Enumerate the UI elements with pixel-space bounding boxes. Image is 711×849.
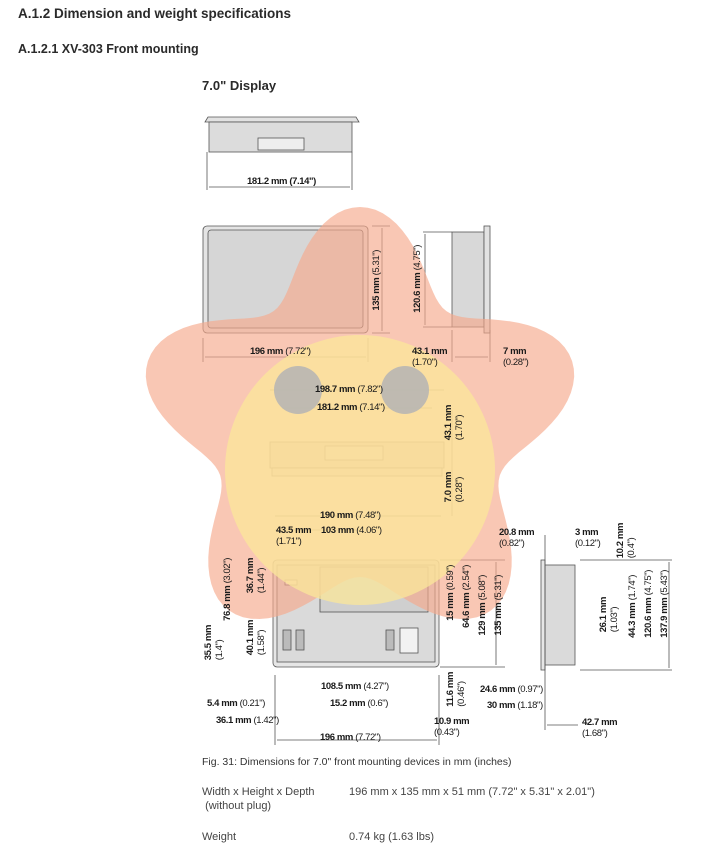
section-heading: A.1.2 Dimension and weight specification… bbox=[18, 6, 292, 21]
dim-rear-15: 15 mm (0.59") bbox=[445, 565, 456, 621]
dim-rear-5-4: 5.4 mm (0.21") bbox=[207, 698, 265, 709]
dim-rside-3: 3 mm(0.12") bbox=[575, 527, 601, 549]
dim-rear-40-1: 40.1 mm(1.58") bbox=[245, 620, 267, 656]
dim-rside-24-6: 24.6 mm (0.97") bbox=[480, 684, 543, 695]
dim-rside-137-9: 137.9 mm (5.43") bbox=[659, 570, 670, 638]
dim-bottom-inner: 181.2 mm (7.14") bbox=[317, 402, 385, 413]
dim-front-width: 196 mm (7.72") bbox=[250, 346, 311, 357]
dim-rear-64-6: 64.6 mm (2.54") bbox=[461, 565, 472, 628]
dim-rear-36-7: 36.7 mm(1.44") bbox=[245, 558, 267, 594]
gray-circle-right bbox=[381, 366, 429, 414]
dim-rear-36-1: 36.1 mm (1.42") bbox=[216, 715, 279, 726]
dim-front-height: 135 mm (5.31") bbox=[371, 250, 382, 311]
dim-rear-108-5: 108.5 mm (4.27") bbox=[321, 681, 389, 692]
dim-bottom-bezel: 7.0 mm(0.28") bbox=[443, 472, 465, 503]
dim-bottom-outer: 198.7 mm (7.82") bbox=[315, 384, 383, 395]
dim-rear-11-6: 11.6 mm(0.46") bbox=[445, 672, 467, 707]
dim-rear-10-9: 10.9 mm(0.43") bbox=[434, 716, 470, 738]
figure-caption: Fig. 31: Dimensions for 7.0" front mount… bbox=[202, 756, 512, 768]
subsection-heading: A.1.2.1 XV-303 Front mounting bbox=[18, 42, 199, 56]
dim-rear-135: 135 mm (5.31") bbox=[493, 575, 504, 636]
dim-rside-10-2: 10.2 mm(0.4") bbox=[615, 523, 637, 559]
dim-rside-44-3: 44.3 mm (1.74") bbox=[627, 575, 638, 638]
dim-rside-30: 30 mm (1.18") bbox=[487, 700, 543, 711]
dim-rside-26-1: 26.1 mm(1.03") bbox=[598, 597, 620, 633]
top-view-drawing bbox=[204, 116, 360, 190]
dim-side-depth: 43.1 mm(1.70") bbox=[412, 346, 448, 368]
dim-rear-196: 196 mm (7.72") bbox=[320, 732, 381, 743]
dim-bottom-depth: 43.1 mm(1.70") bbox=[443, 405, 465, 441]
dim-side-height: 120.6 mm (4.75") bbox=[412, 245, 423, 313]
spec-weight-label: Weight bbox=[202, 831, 237, 843]
gray-circle-left bbox=[274, 366, 322, 414]
dim-rside-120-6: 120.6 mm (4.75") bbox=[643, 570, 654, 638]
dim-rear-76-8: 76.8 mm (3.02") bbox=[222, 558, 233, 621]
dim-rear-15-2: 15.2 mm (0.6") bbox=[330, 698, 388, 709]
spec-size-value: 196 mm x 135 mm x 51 mm (7.72" x 5.31" x… bbox=[349, 786, 595, 798]
dim-rside-20-8: 20.8 mm(0.82") bbox=[499, 527, 535, 549]
dim-rear-190: 190 mm (7.48") bbox=[320, 510, 381, 521]
dim-rear-43-5: 43.5 mm(1.71") bbox=[276, 525, 312, 547]
dim-rear-35-5: 35.5 mm(1.4") bbox=[203, 625, 225, 661]
dim-rside-42-7: 42.7 mm(1.68") bbox=[582, 717, 618, 739]
dim-rear-129: 129 mm (5.08") bbox=[477, 575, 488, 636]
spec-weight-value: 0.74 kg (1.63 lbs) bbox=[349, 831, 434, 843]
spec-size-label: Width x Height x Depth (without plug) bbox=[202, 786, 315, 812]
right-side-view-drawing bbox=[540, 535, 672, 730]
dim-rear-103: 103 mm (4.06") bbox=[321, 525, 382, 536]
dim-top-width: 181.2 mm (7.14") bbox=[247, 176, 316, 187]
dim-side-bezel: 7 mm(0.28") bbox=[503, 346, 529, 368]
display-heading: 7.0" Display bbox=[202, 78, 277, 93]
